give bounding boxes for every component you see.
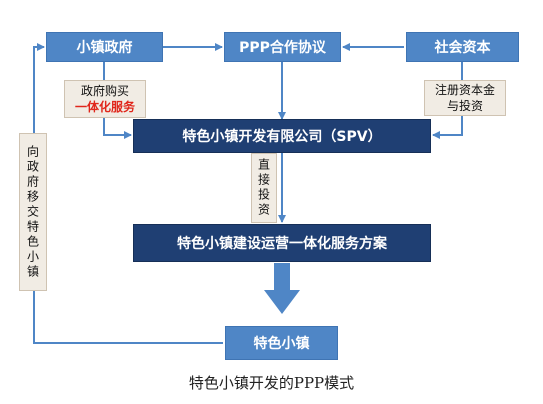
- node-government: 小镇政府: [46, 32, 163, 62]
- label-capital-line1: 注册资本金: [434, 83, 495, 97]
- node-solution: 特色小镇建设运营一体化服务方案: [133, 224, 431, 262]
- node-social-capital: 社会资本: [406, 32, 519, 62]
- arrow-solution-to-town: [264, 263, 300, 314]
- label-capital-line2: 与投资: [446, 99, 483, 113]
- label-direct-investment: 直接投资: [251, 153, 277, 223]
- label-gov-purchase: 政府购买 一体化服务: [64, 80, 146, 118]
- label-gov-purchase-line1: 政府购买: [80, 84, 129, 98]
- node-ppp-agreement: PPP合作协议: [224, 32, 341, 62]
- node-spv-company: 特色小镇开发有限公司（SPV）: [133, 119, 431, 153]
- label-transfer-to-gov: 向政府移交特色小镇: [19, 133, 47, 291]
- label-gov-purchase-line2: 一体化服务: [74, 100, 135, 114]
- node-town: 特色小镇: [225, 326, 338, 360]
- diagram-caption: 特色小镇开发的PPP模式: [188, 374, 355, 392]
- label-capital-investment: 注册资本金 与投资: [424, 80, 506, 116]
